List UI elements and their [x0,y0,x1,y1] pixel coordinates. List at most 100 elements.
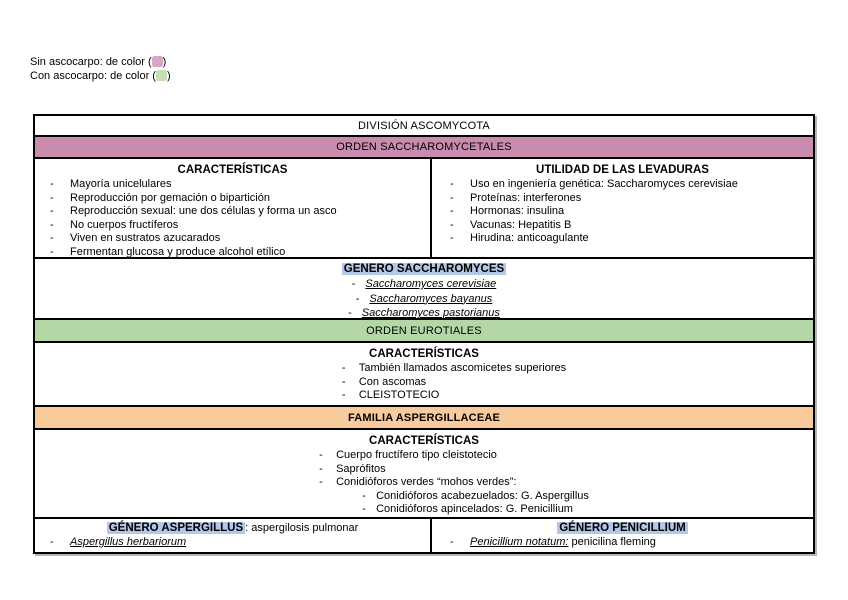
green-color-swatch [155,69,167,81]
list-item: - Aspergillus herbariorum [35,536,430,550]
list-item: -CLEISTOTECIO [342,389,566,403]
species-name: Penicillium notatum: [470,536,569,548]
list-item: - Hormonas: insulina [432,205,813,219]
list-item-text: Proteínas: interferones [470,191,582,204]
bullet-dash: - [450,178,454,190]
legend-text: Sin ascocarpo: de color ( [30,56,152,68]
bullet-dash: - [362,503,366,516]
species-name: Saccharomyces pastorianus [361,307,500,319]
bullet-dash: - [450,536,454,548]
list-item: -Hirudina: anticoagulante [432,232,813,246]
sub-list-item: -Conidióforos acabezuelados: G. Aspergil… [362,490,589,504]
list-item: - Viven en sustratos azucarados [35,232,430,246]
list-item: - Fermentan glucosa y produce alcohol etí… [35,246,430,260]
caracteristicas-title: CARACTERÍSTICAS [369,435,479,447]
bullet-dash: - [50,178,54,190]
bullet-dash: - [450,205,454,218]
genero-saccharomyces-title-line: GENERO SACCHAROMYCES [35,262,813,277]
list-item: - Proteínas: interferones [432,192,813,206]
species-name: Aspergillus herbariorum [70,536,187,548]
species-name: Saccharomyces cerevisiae [365,278,497,290]
list-item-text: Conidióforos apincelados: G. Penicillium [376,503,573,516]
bullet-dash: - [348,307,352,319]
species-suffix: penicilina fleming [568,536,656,548]
species-line: -Saccharomyces bayanus [35,292,813,307]
familia-aspergillaceae-title: FAMILIA ASPERGILLACEAE [347,411,501,424]
bullet-dash: - [50,205,54,218]
bullet-dash: - [50,191,54,204]
list-item: - Reproducción sexual: une dos células y … [35,205,430,219]
genero-penicillium-title-line: GÉNERO PENICILLIUM [432,521,813,536]
caracteristicas-list: -Cuerpo fructífero tipo cleistotecio -Sa… [319,449,589,517]
bullet-dash: - [319,462,323,475]
list-item-text: Uso en ingeniería genética: Saccharomyce… [470,178,738,190]
bullet-dash: - [50,218,54,231]
species-name: Saccharomyces bayanus [369,292,493,305]
bullet-dash: - [50,232,54,245]
list-item: -Saprófitos [319,463,589,477]
genero-penicillium-cell: GÉNERO PENICILLIUM - Penicillium notatum:… [432,519,813,552]
list-item: - No cuerpos fructíferos [35,219,430,233]
genero-aspergillus-title: GÉNERO ASPERGILLUS [106,522,246,534]
orden-eurotiales-title: ORDEN EUROTIALES [366,324,482,337]
list-item-text: Reproducción por gemación o bipartición [70,191,270,204]
caracteristicas-list: -También llamados ascomicetes superiores… [342,362,566,403]
list-item-text: Viven en sustratos azucarados [70,232,221,245]
list-item: - Reproducción por gemación o bipartición [35,192,430,206]
bullet-dash: - [450,232,454,245]
sub-list-item: -Conidióforos apincelados: G. Penicilliu… [362,503,589,517]
list-item-text: Hormonas: insulina [470,205,565,218]
list-item: - Uso en ingeniería genética: Saccharomyc… [432,178,813,192]
list-item-text: Fermentan glucosa y produce alcohol etíl… [70,245,286,258]
legend-line-sin-ascocarpo: Sin ascocarpo: de color () [30,55,171,69]
legend-line-con-ascocarpo: Con ascocarpo: de color () [30,69,171,83]
bullet-dash: - [319,476,323,489]
legend-close-paren: ) [166,70,171,82]
list-item: -También llamados ascomicetes superiores [342,362,566,376]
list-item-text: CLEISTOTECIO [358,389,440,402]
bullet-dash: - [341,362,346,374]
bullet-dash: - [319,449,323,461]
legend-close-paren: ) [162,56,167,68]
legend-text: Con ascocarpo: de color ( [30,70,156,82]
bullet-dash: - [450,191,454,204]
bullet-dash: - [355,292,360,305]
bullet-dash: - [351,278,356,290]
caracteristicas-cell: CARACTERÍSTICAS - Mayoría unicelulares - R… [35,159,432,260]
bullet-dash: - [450,218,454,231]
list-item: - Mayoría unicelulares [35,178,430,192]
list-item-text: Saprófitos [336,462,386,475]
species-line: -Saccharomyces cerevisiae [35,277,813,292]
list-item-text: Conidióforos acabezuelados: G. Aspergill… [376,489,589,502]
caracteristicas-title: CARACTERÍSTICAS [177,164,288,176]
caracteristicas-title: CARACTERÍSTICAS [369,348,479,360]
list-item: - Cuerpo fructífero tipo cleistotecio [319,449,589,463]
familia-aspergillaceae-row: FAMILIA ASPERGILLACEAE [35,407,813,430]
genero-penicillium-title: GÉNERO PENICILLIUM [557,522,688,534]
list-item-text: No cuerpos fructíferos [70,218,179,231]
bullet-dash: - [50,536,54,548]
species-line: -Saccharomyces pastorianus [35,306,813,321]
orden-saccharomycetales-title: ORDEN SACCHAROMYCETALES [336,141,512,153]
list-item: -Con ascomas [342,376,566,390]
division-title: DIVISIÓN ASCOMYCOTA [358,119,490,132]
list-item-text: Conidióforos verdes “mohos verdes”: [336,476,517,489]
caracteristicas-utilidad-row: CARACTERÍSTICAS - Mayoría unicelulares - R… [35,159,813,259]
ascomycota-table: DIVISIÓN ASCOMYCOTA ORDEN SACCHAROMYCETA… [33,114,815,554]
division-header-row: DIVISIÓN ASCOMYCOTA [35,116,813,137]
pink-color-swatch [151,55,163,67]
list-item-text: Reproducción sexual: une dos células y f… [70,205,337,218]
genero-aspergillus-cell: GÉNERO ASPERGILLUS: aspergilosis pulmona… [35,519,432,552]
list-item-text: Cuerpo fructífero tipo cleistotecio [336,449,497,461]
genero-aspergillus-title-line: GÉNERO ASPERGILLUS: aspergilosis pulmona… [35,521,430,536]
genero-saccharomyces-row: GENERO SACCHAROMYCES -Saccharomyces cere… [35,259,813,320]
bullet-dash: - [50,245,54,258]
list-item: - Penicillium notatum: penicilina fleming [432,536,813,550]
list-item-text: Mayoría unicelulares [70,178,172,190]
genero-aspergillus-penicillium-row: GÉNERO ASPERGILLUS: aspergilosis pulmona… [35,519,813,552]
orden-saccharomycetales-row: ORDEN SACCHAROMYCETALES [35,137,813,159]
eurotiales-caracteristicas-row: CARACTERÍSTICAS -También llamados ascomi… [35,343,813,407]
list-item-text: Con ascomas [358,375,427,388]
color-legend: Sin ascocarpo: de color () Con ascocarpo… [30,55,171,83]
